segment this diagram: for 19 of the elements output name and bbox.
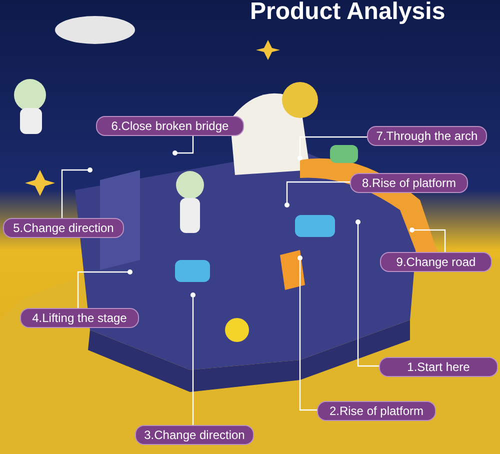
callout-label: 3.Change direction xyxy=(135,425,254,445)
leader-line xyxy=(298,136,367,160)
callout-label: 5.Change direction xyxy=(3,218,124,238)
callout-label: 2.Rise of platform xyxy=(317,401,436,421)
callout-label: 6.Close broken bridge xyxy=(96,116,244,136)
leader-line xyxy=(190,292,196,425)
leader-line xyxy=(298,256,317,411)
leader-line xyxy=(172,135,194,156)
callout-label: 1.Start here xyxy=(379,357,498,377)
callout-label: 4.Lifting the stage xyxy=(20,308,139,328)
callout-label: 8.Rise of platform xyxy=(350,173,468,193)
leader-line xyxy=(284,181,350,208)
callout-label: 7.Through the arch xyxy=(367,126,487,146)
callout-label: 9.Change road xyxy=(380,252,492,272)
title: Product Analysis xyxy=(250,0,446,26)
leader-line xyxy=(410,228,446,252)
leader-line xyxy=(61,168,92,218)
leader-line xyxy=(77,270,132,308)
leader-line xyxy=(356,220,379,367)
